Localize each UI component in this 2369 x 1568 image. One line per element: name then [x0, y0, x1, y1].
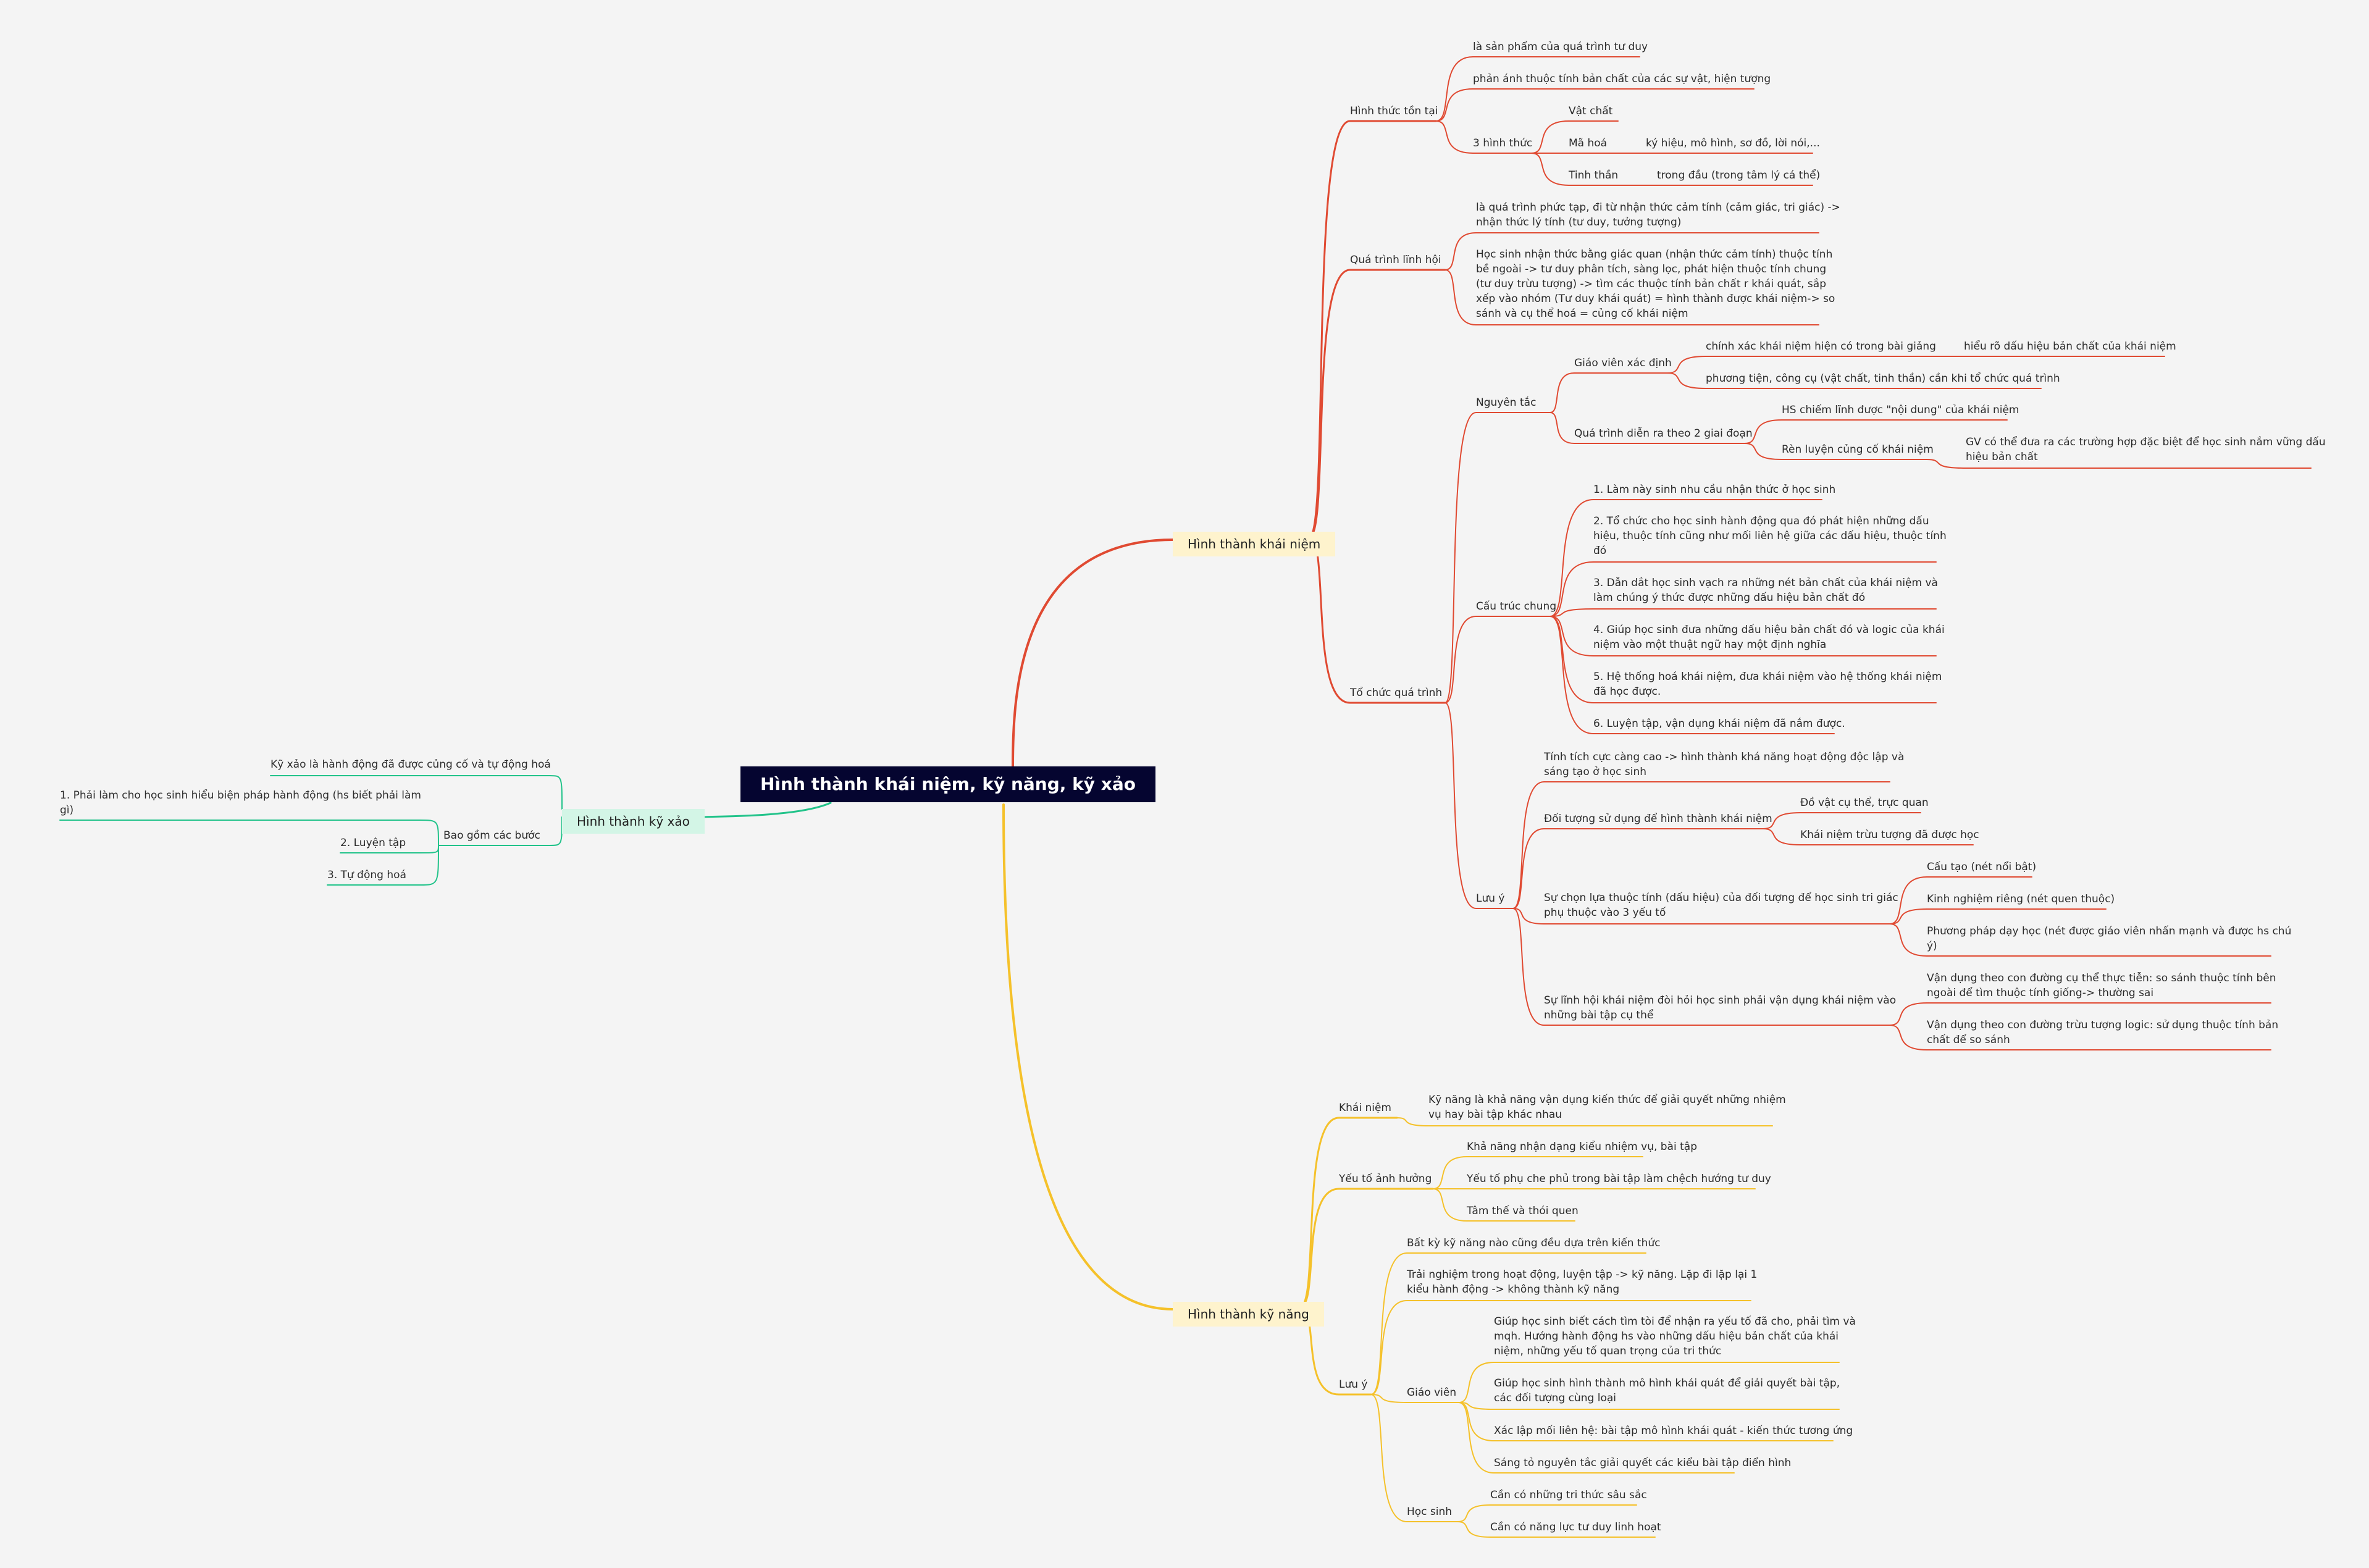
topic-ma-hoa[interactable]: Mã hoá: [1569, 137, 1608, 149]
topic-van-dung-cu-the[interactable]: Vận dụng theo con đường cụ thể thực tiễn…: [1927, 972, 2276, 999]
topic-cau-tao[interactable]: Cấu tạo (nét nổi bật): [1927, 861, 2037, 873]
topic-yeu-to-1[interactable]: Khả năng nhận dạng kiểu nhiệm vụ, bài tậ…: [1467, 1141, 1697, 1153]
topic-phuong-tien[interactable]: phương tiện, công cụ (vật chất, tinh thầ…: [1706, 372, 2060, 385]
branch-hinh-thanh-ky-nang[interactable]: Hình thành kỹ năng: [1173, 1302, 1324, 1327]
branch-hinh-thanh-khai-niem[interactable]: Hình thành khái niệm: [1173, 532, 1336, 556]
topic-su-linh-hoi[interactable]: Sự lĩnh hội khái niệm đòi hỏi học sinh p…: [1544, 994, 1897, 1021]
topic-doi-tuong[interactable]: Đối tượng sử dụng để hình thành khái niệ…: [1544, 813, 1772, 825]
topic-van-dung-truu-tuong[interactable]: Vận dụng theo con đường trừu tượng logic…: [1927, 1019, 2279, 1046]
topic-gv-4[interactable]: Sáng tỏ nguyên tắc giải quyết các kiểu b…: [1494, 1457, 1792, 1469]
topic-buoc-ky-xao-1[interactable]: 1. Phải làm cho học sinh hiểu biện pháp …: [60, 789, 421, 816]
topic-yeu-to-anh-huong[interactable]: Yếu tố ảnh hưởng: [1339, 1173, 1432, 1185]
topic-khai-niem-truu-tuong[interactable]: Khái niệm trừu tượng đã được học: [1800, 829, 1979, 841]
topic-cau-truc-chung[interactable]: Cấu trúc chung: [1476, 600, 1557, 613]
topic-qua-trinh-2-giai-doan[interactable]: Quá trình diễn ra theo 2 giai đoạn: [1574, 427, 1753, 440]
topic-kinh-nghiem[interactable]: Kinh nghiệm riêng (nét quen thuộc): [1927, 893, 2115, 905]
topic-hieu-ro-dau-hieu[interactable]: hiểu rõ dấu hiệu bản chất của khái niệm: [1964, 340, 2176, 353]
topic-san-pham-tu-duy[interactable]: là sản phẩm của quá trình tư duy: [1473, 41, 1648, 53]
topic-qua-trinh-linh-hoi[interactable]: Quá trình lĩnh hội: [1350, 254, 1441, 266]
topic-dinh-nghia-ky-xao[interactable]: Kỹ xảo là hành động đã được củng cố và t…: [270, 758, 551, 771]
topic-tinh-than[interactable]: Tinh thần: [1569, 169, 1619, 182]
topic-phuong-phap[interactable]: Phương pháp dạy học (nét được giáo viên …: [1927, 925, 2292, 952]
topic-yeu-to-3[interactable]: Tâm thế và thói quen: [1467, 1205, 1579, 1217]
topic-gv-xac-dinh[interactable]: Giáo viên xác định: [1574, 357, 1672, 369]
topic-buoc-6[interactable]: 6. Luyện tập, vận dụng khái niệm đã nắm …: [1593, 718, 1845, 730]
topic-linh-hoi-2[interactable]: Học sinh nhận thức bằng giác quan (nhận …: [1476, 248, 1835, 320]
topic-nguyen-tac[interactable]: Nguyên tắc: [1476, 396, 1537, 409]
branch-hinh-thanh-ky-xao[interactable]: Hình thành kỹ xảo: [562, 809, 705, 834]
topic-hoc-sinh[interactable]: Học sinh: [1407, 1506, 1453, 1518]
topic-tinh-tich-cuc[interactable]: Tính tích cực càng cao -> hình thành khá…: [1544, 751, 1905, 778]
topic-gv-truong-hop-dac-biet[interactable]: GV có thể đưa ra các trường hợp đặc biệt…: [1966, 436, 2326, 463]
topic-giao-vien[interactable]: Giáo viên: [1407, 1386, 1457, 1399]
topic-buoc-5[interactable]: 5. Hệ thống hoá khái niệm, đưa khái niệm…: [1593, 671, 1942, 698]
topic-buoc-3[interactable]: 3. Dẫn dắt học sinh vạch ra những nét bả…: [1593, 577, 1938, 604]
topic-su-chon-lua[interactable]: Sự chọn lựa thuộc tính (dấu hiệu) của đố…: [1544, 892, 1898, 919]
topic-dinh-nghia-ky-nang[interactable]: Kỹ năng là khả năng vận dụng kiến thức đ…: [1428, 1094, 1786, 1121]
topic-luu-y-ky-nang[interactable]: Lưu ý: [1339, 1378, 1368, 1391]
topic-hs-2[interactable]: Cần có năng lực tư duy linh hoạt: [1490, 1521, 1661, 1533]
topic-phan-anh-thuoc-tinh[interactable]: phản ánh thuộc tính bản chất của các sự …: [1473, 73, 1771, 85]
topic-buoc-ky-xao-2[interactable]: 2. Luyện tập: [340, 837, 406, 849]
topic-gv-1[interactable]: Giúp học sinh biết cách tìm tòi để nhận …: [1494, 1315, 1856, 1357]
topic-gv-3[interactable]: Xác lập mối liên hệ: bài tập mô hình khá…: [1494, 1425, 1853, 1437]
topic-buoc-ky-xao-3[interactable]: 3. Tự động hoá: [327, 869, 406, 881]
topic-ren-luyen[interactable]: Rèn luyện củng cố khái niệm: [1782, 443, 1934, 456]
topic-to-chuc-qua-trinh[interactable]: Tổ chức quá trình: [1350, 687, 1443, 699]
topic-yeu-to-2[interactable]: Yếu tố phụ che phủ trong bài tập làm chệ…: [1467, 1173, 1771, 1185]
topic-luu-y-1[interactable]: Bất kỳ kỹ năng nào cũng đều dựa trên kiế…: [1407, 1237, 1661, 1249]
topic-hs-1[interactable]: Cần có những tri thức sâu sắc: [1490, 1489, 1647, 1501]
topic-buoc-1[interactable]: 1. Làm này sinh nhu cầu nhận thức ở học …: [1593, 484, 1836, 496]
topic-hinh-thuc-ton-tai[interactable]: Hình thức tồn tại: [1350, 105, 1438, 117]
topic-3-hinh-thuc[interactable]: 3 hình thức: [1473, 137, 1533, 149]
topic-ma-hoa-detail[interactable]: ký hiệu, mô hình, sơ đồ, lời nói,...: [1646, 137, 1820, 149]
topic-khai-niem-ky-nang[interactable]: Khái niệm: [1339, 1102, 1391, 1114]
topic-luu-y-khai-niem[interactable]: Lưu ý: [1476, 892, 1505, 905]
topic-do-vat-cu-the[interactable]: Đồ vật cụ thể, trực quan: [1800, 797, 1929, 809]
topic-tinh-than-detail[interactable]: trong đầu (trong tâm lý cá thể): [1657, 169, 1821, 182]
central-topic[interactable]: Hình thành khái niệm, kỹ năng, kỹ xảo: [740, 766, 1155, 802]
topic-gv-2[interactable]: Giúp học sinh hình thành mô hình khái qu…: [1494, 1377, 1840, 1404]
topic-buoc-2[interactable]: 2. Tổ chức cho học sinh hành động qua đó…: [1593, 515, 1947, 557]
topic-vat-chat[interactable]: Vật chất: [1569, 105, 1613, 117]
topic-buoc-4[interactable]: 4. Giúp học sinh đưa những dấu hiệu bản …: [1593, 624, 1945, 651]
topic-bao-gom-cac-buoc[interactable]: Bao gồm các bước: [443, 829, 540, 842]
topic-chinh-xac-khai-niem[interactable]: chính xác khái niệm hiện có trong bài gi…: [1706, 340, 1936, 353]
topic-hs-chiem-linh[interactable]: HS chiếm lĩnh được "nội dung" của khái n…: [1782, 404, 2019, 416]
topic-luu-y-2[interactable]: Trải nghiệm trong hoạt động, luyện tập -…: [1407, 1268, 1758, 1296]
topic-linh-hoi-1[interactable]: là quá trình phức tạp, đi từ nhận thức c…: [1476, 201, 1840, 228]
